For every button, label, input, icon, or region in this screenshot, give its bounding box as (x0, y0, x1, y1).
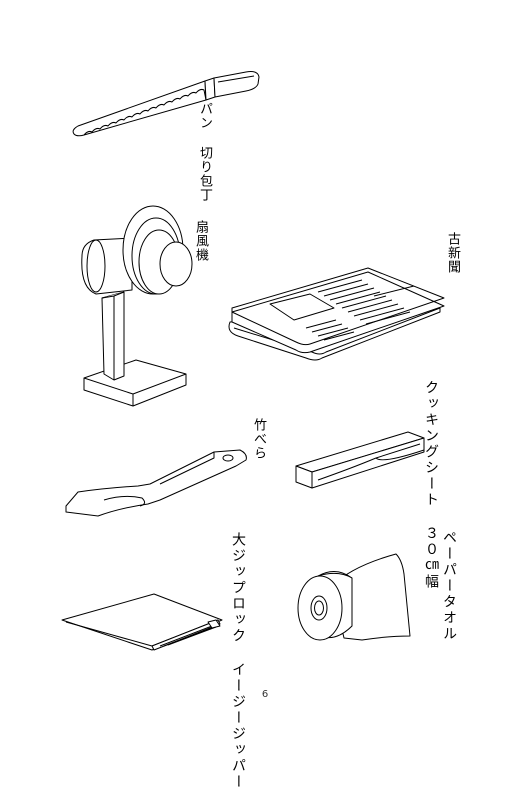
bread-knife-label-line1: パン (197, 102, 212, 130)
fan-illustration (78, 200, 198, 408)
cooking-sheet-label-line2: ３０㎝幅 (423, 526, 439, 590)
cooking-sheet-label: クッキングシート ３０㎝幅 (422, 380, 440, 590)
newspaper-label-text: 古新聞 (445, 232, 460, 274)
cooking-sheet-illustration (292, 428, 432, 496)
paper-towel-label: ペーパータオル (440, 530, 458, 642)
cooking-sheet-label-line1: クッキングシート (423, 380, 439, 508)
newspaper-label: 古新聞 (444, 232, 461, 274)
bread-knife-illustration (68, 68, 268, 143)
newspaper-illustration (226, 266, 448, 362)
bread-knife-label-line2: 切り包丁 (197, 146, 212, 202)
fan-label-text: 扇風機 (193, 220, 208, 262)
fan-label: 扇風機 (192, 220, 209, 262)
bamboo-spatula-illustration (64, 448, 250, 520)
bread-knife-label: パン 切り包丁 (196, 102, 213, 202)
paper-towel-illustration (292, 552, 418, 644)
bamboo-spatula-label: 竹べら (250, 418, 267, 460)
zip-bag-illustration (60, 590, 230, 654)
zip-bag-label: 大ジップロック イージージッパー (229, 532, 247, 790)
page-number: 6 (261, 689, 269, 700)
zip-bag-label-line1: 大ジップロック (230, 532, 246, 644)
zip-bag-label-line2: イージージッパー (230, 662, 246, 790)
paper-towel-label-text: ペーパータオル (441, 530, 457, 642)
bamboo-spatula-label-text: 竹べら (251, 418, 266, 460)
